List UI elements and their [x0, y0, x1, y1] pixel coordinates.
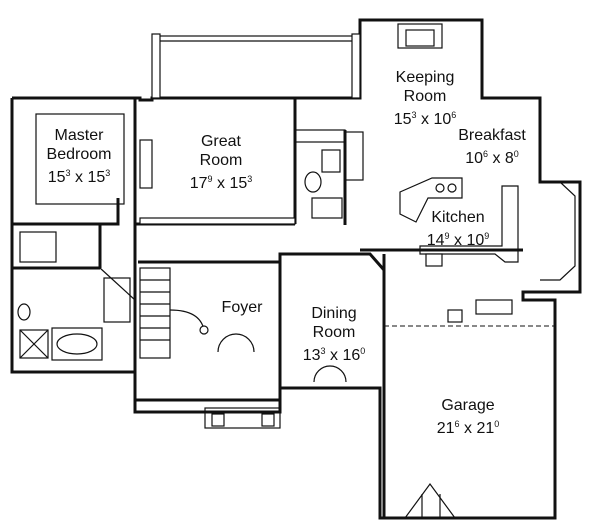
staircase	[138, 260, 280, 359]
master-bedroom-name-1: Master	[54, 127, 104, 144]
foyer-name: Foyer	[221, 299, 263, 316]
garage-walls	[382, 254, 555, 519]
kitchen-name: Kitchen	[431, 209, 485, 226]
dining-room-label: Dining Room 133 x 160	[292, 304, 376, 365]
master-bedroom-name-2: Bedroom	[46, 146, 112, 163]
breakfast-name: Breakfast	[458, 127, 526, 144]
garage-dimensions: 216 x 210	[436, 419, 500, 437]
master-bedroom-dimensions: 153 x 153	[47, 168, 111, 186]
breakfast-bay	[540, 181, 576, 281]
great-room-walls	[135, 98, 297, 226]
garage-label: Garage 216 x 210	[426, 396, 510, 438]
master-bath	[12, 224, 137, 372]
powder-room	[294, 129, 364, 225]
master-bedroom-label: Master Bedroom 153 x 153	[26, 126, 132, 187]
kitchen-dimensions: 149 x 109	[426, 231, 490, 249]
front-entry	[204, 333, 281, 429]
dining-room-name-2: Room	[312, 324, 356, 341]
great-room-dimensions: 179 x 153	[189, 174, 253, 192]
kitchen-counters	[360, 177, 523, 267]
rear-porch	[151, 33, 361, 99]
keeping-room-dimensions: 153 x 106	[393, 110, 457, 128]
great-room-label: Great Room 179 x 153	[175, 132, 267, 193]
dining-room-name-1: Dining	[311, 305, 357, 322]
dining-room-dimensions: 133 x 160	[302, 346, 366, 364]
great-room-name-2: Room	[199, 152, 243, 169]
keeping-room-name-2: Room	[403, 88, 447, 105]
foyer-label: Foyer	[212, 298, 272, 317]
fireplace	[397, 23, 443, 49]
kitchen-label: Kitchen 149 x 109	[418, 208, 498, 250]
master-bedroom-walls	[12, 98, 153, 226]
keeping-room-name-1: Keeping	[395, 69, 455, 86]
breakfast-dimensions: 106 x 80	[465, 149, 519, 167]
great-room-name-1: Great	[200, 133, 241, 150]
garage-name: Garage	[441, 397, 495, 414]
keeping-room-label: Keeping Room 153 x 106	[380, 68, 470, 129]
breakfast-label: Breakfast 106 x 80	[450, 126, 534, 168]
